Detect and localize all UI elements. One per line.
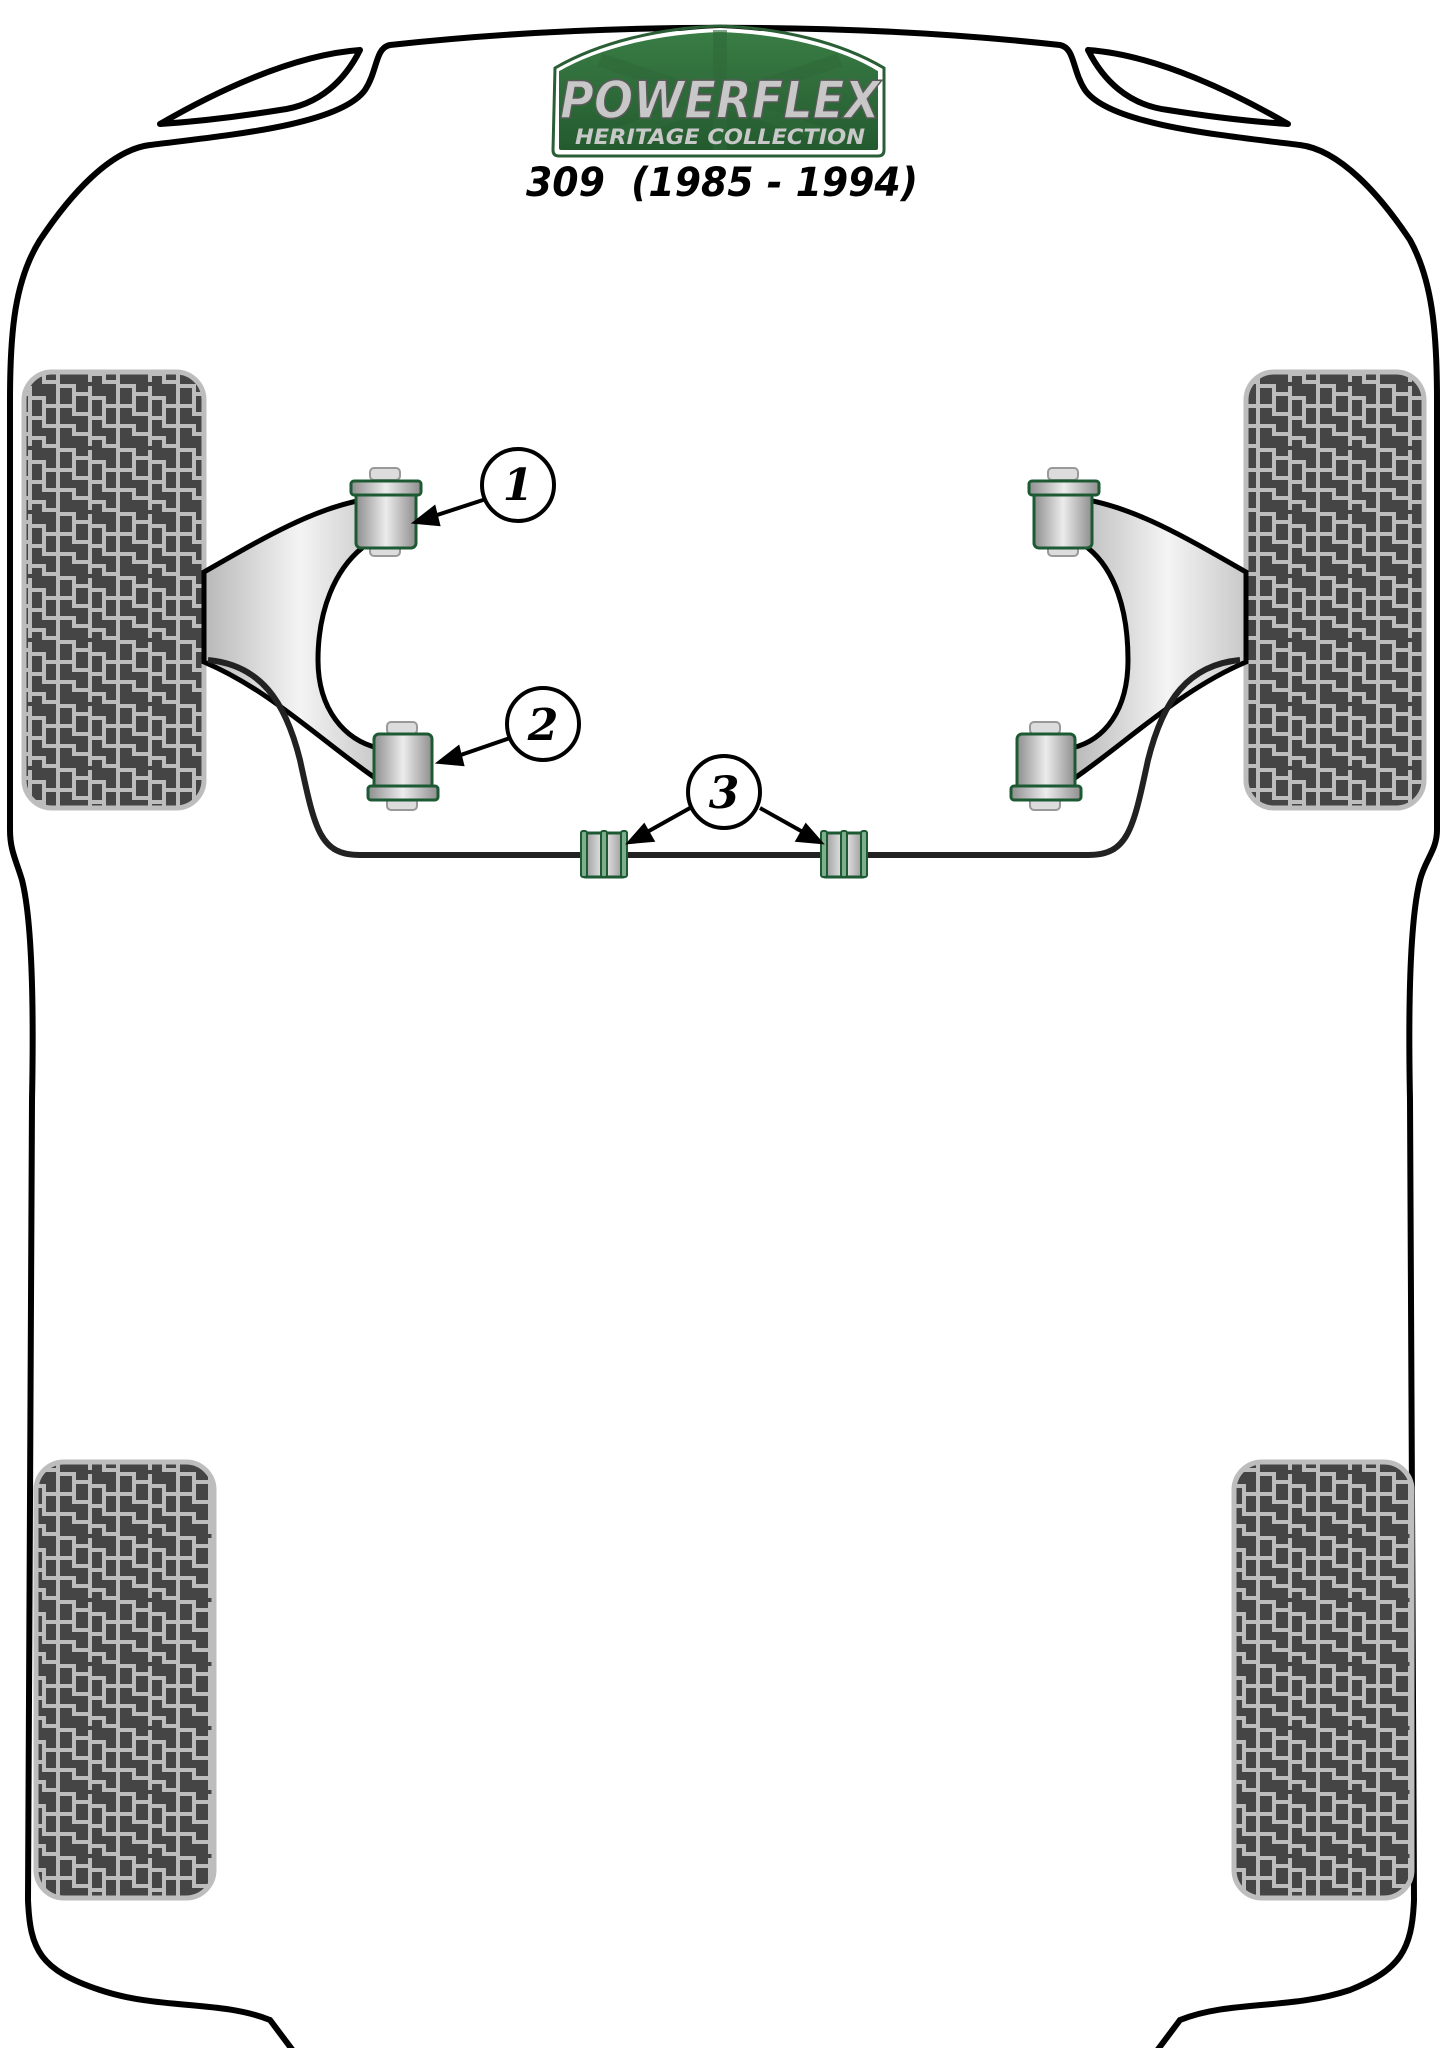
bush-2-left[interactable] [366, 721, 440, 811]
anti-roll-bar [207, 657, 1241, 858]
logo-brand-text: POWERFLEX [560, 71, 883, 131]
bush-2-right[interactable] [1009, 721, 1083, 811]
car-body-outline [7, 24, 1440, 2048]
left-mirror [157, 47, 363, 127]
callout-2-number: 2 [527, 700, 559, 751]
front-left-tyre [21, 369, 207, 811]
right-lower-arm [1069, 496, 1249, 785]
logo-subtitle-text: HERITAGE COLLECTION [575, 125, 865, 149]
callout-arrows [410, 497, 825, 845]
callout-1[interactable]: 1 [480, 447, 556, 523]
model-title: 309 (1985 - 1994) [526, 160, 918, 206]
callout-1-number: 1 [503, 460, 534, 511]
powerflex-logo: POWERFLEX HERITAGE COLLECTION [551, 24, 886, 158]
bush-3-right[interactable] [820, 830, 868, 879]
callout-3-number: 3 [709, 768, 740, 819]
bush-1-right[interactable] [1027, 467, 1101, 557]
bush-3-left[interactable] [580, 830, 628, 879]
callout-3[interactable]: 3 [686, 754, 762, 830]
rear-right-tyre [1231, 1459, 1415, 1901]
rear-left-tyre [33, 1459, 217, 1901]
right-mirror [1085, 47, 1291, 127]
front-right-tyre [1243, 369, 1427, 811]
bush-1-left[interactable] [349, 467, 423, 557]
callout-2[interactable]: 2 [505, 686, 581, 762]
left-lower-arm [201, 496, 381, 785]
